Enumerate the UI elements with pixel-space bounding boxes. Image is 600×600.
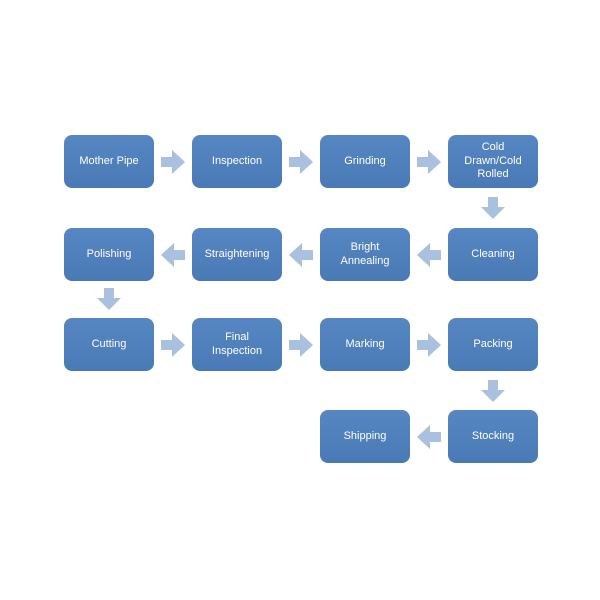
node-grinding: Grinding — [320, 135, 410, 188]
arrow-grinding-to-cold-drawn — [417, 150, 441, 174]
node-label: Grinding — [344, 154, 386, 167]
node-bright-annealing: Bright Annealing — [320, 228, 410, 281]
node-cutting: Cutting — [64, 318, 154, 371]
node-label: Cleaning — [471, 247, 515, 260]
right-arrow-icon — [161, 333, 185, 357]
node-label: Inspection — [211, 154, 263, 167]
arrow-packing-to-stocking — [481, 380, 505, 402]
arrow-stocking-to-shipping — [417, 425, 441, 449]
node-packing: Packing — [448, 318, 538, 371]
node-polishing: Polishing — [64, 228, 154, 281]
arrow-cutting-to-final-inspection — [161, 333, 185, 357]
down-arrow-icon — [481, 380, 505, 402]
down-arrow-icon — [97, 288, 121, 310]
node-label: Bright Annealing — [340, 240, 390, 267]
left-arrow-icon — [161, 243, 185, 267]
down-arrow-icon — [481, 197, 505, 219]
node-final-inspection: Final Inspection — [192, 318, 282, 371]
right-arrow-icon — [417, 333, 441, 357]
node-label: Cutting — [91, 337, 127, 350]
node-inspection: Inspection — [192, 135, 282, 188]
node-label: Polishing — [86, 247, 132, 260]
arrow-bright-annealing-to-straightening — [289, 243, 313, 267]
node-label: Cold Drawn/Cold Rolled — [464, 140, 522, 181]
node-cleaning: Cleaning — [448, 228, 538, 281]
node-label: Straightening — [204, 247, 270, 260]
node-mother-pipe: Mother Pipe — [64, 135, 154, 188]
right-arrow-icon — [289, 333, 313, 357]
node-label: Marking — [345, 337, 385, 350]
node-marking: Marking — [320, 318, 410, 371]
node-label: Stocking — [471, 429, 515, 442]
node-label: Packing — [473, 337, 513, 350]
arrow-polishing-to-cutting — [97, 288, 121, 310]
arrow-cleaning-to-bright-annealing — [417, 243, 441, 267]
arrow-final-inspection-to-marking — [289, 333, 313, 357]
right-arrow-icon — [161, 150, 185, 174]
left-arrow-icon — [417, 243, 441, 267]
node-label: Final Inspection — [211, 330, 263, 357]
arrow-marking-to-packing — [417, 333, 441, 357]
node-shipping: Shipping — [320, 410, 410, 463]
node-stocking: Stocking — [448, 410, 538, 463]
arrow-cold-drawn-to-cleaning — [481, 197, 505, 219]
right-arrow-icon — [289, 150, 313, 174]
node-label: Shipping — [343, 429, 387, 442]
node-straightening: Straightening — [192, 228, 282, 281]
node-cold-drawn-cold-rolled: Cold Drawn/Cold Rolled — [448, 135, 538, 188]
arrow-inspection-to-grinding — [289, 150, 313, 174]
left-arrow-icon — [417, 425, 441, 449]
arrow-straightening-to-polishing — [161, 243, 185, 267]
left-arrow-icon — [289, 243, 313, 267]
arrow-mother-pipe-to-inspection — [161, 150, 185, 174]
node-label: Mother Pipe — [79, 154, 139, 167]
right-arrow-icon — [417, 150, 441, 174]
